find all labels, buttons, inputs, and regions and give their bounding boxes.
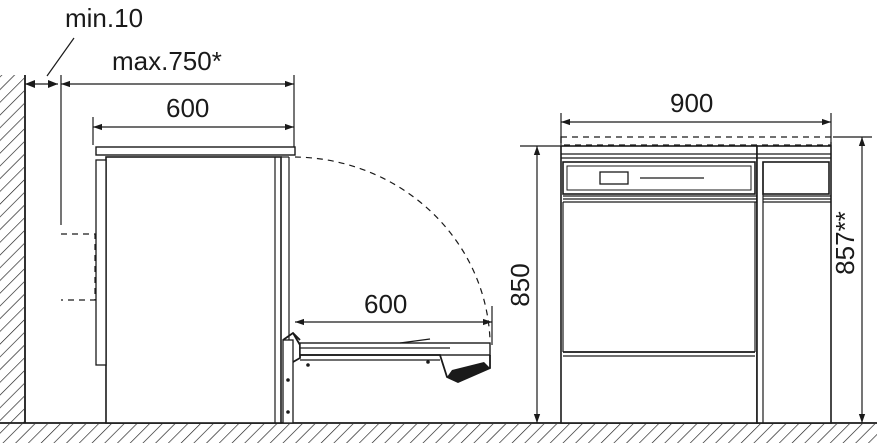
max-depth-dimension: max.750* <box>60 46 295 225</box>
min-gap-label: min.10 <box>65 3 143 33</box>
front-height-max-label: 857** <box>830 211 860 275</box>
worktop-front-outline <box>560 136 832 146</box>
max-depth-label: max.750* <box>112 46 222 76</box>
door-open-label: 600 <box>364 289 407 319</box>
front-width-dimension: 900 <box>560 88 832 145</box>
connection-outline <box>61 233 96 301</box>
side-depth-label: 600 <box>166 93 209 123</box>
front-width-label: 900 <box>670 88 713 118</box>
side-depth-dimension: 600 <box>92 93 294 145</box>
min-gap-dimension: min.10 <box>25 3 143 88</box>
front-view: 900 850 857** <box>505 88 872 424</box>
front-height-max-dimension: 857** <box>830 136 872 423</box>
front-cabinet <box>560 145 758 424</box>
door-swing-arc <box>294 156 491 341</box>
worktop-side <box>95 146 296 156</box>
door-hinge <box>282 339 294 424</box>
floor <box>0 422 877 443</box>
open-door <box>282 331 491 383</box>
front-height-dimension: 850 <box>505 145 562 423</box>
cabinet-side <box>95 156 290 424</box>
door-open-dimension: 600 <box>295 289 493 345</box>
front-height-label: 850 <box>505 263 535 306</box>
display-icon <box>599 171 629 185</box>
wall <box>0 75 26 423</box>
side-view: min.10 max.750* 600 <box>25 3 493 424</box>
front-side-panel <box>756 145 832 424</box>
